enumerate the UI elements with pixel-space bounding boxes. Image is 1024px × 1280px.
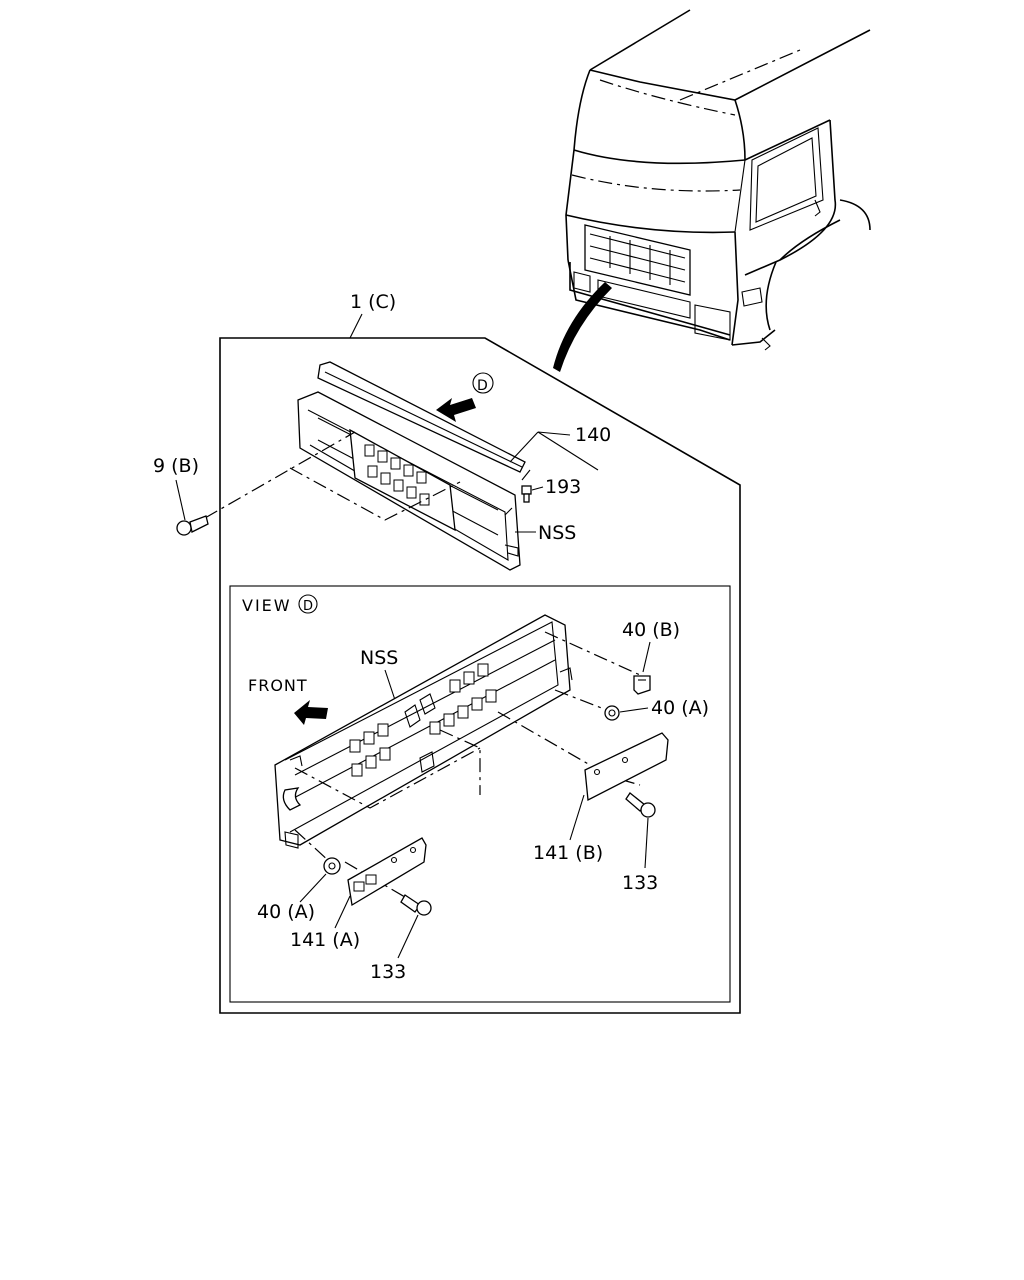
front-label: FRONT [248,676,308,695]
view-d-circle-icon [298,594,318,614]
view-marker-box: D [303,599,313,614]
front-arrow-icon [294,700,328,725]
callout-nss-view: NSS [360,647,398,669]
callout-141a: 141 (A) [290,929,360,951]
plate-141b [584,732,669,802]
callout-nss-top: NSS [538,522,576,544]
bracket-icon [633,675,651,695]
plate-141a [347,837,427,907]
bolt-icon [176,515,209,536]
view-d-circle-icon [472,372,494,394]
callout-133-left: 133 [370,961,406,983]
callout-193: 193 [545,476,581,498]
view-label: VIEW [242,596,292,615]
view-d-box [229,585,731,1003]
grille-rear-view [274,614,573,849]
callout-40b: 40 (B) [622,619,680,641]
truck-cab-illustration [565,9,871,351]
grille-upper [297,361,526,571]
callout-140: 140 [575,424,611,446]
callout-141b: 141 (B) [533,842,603,864]
callout-40a-left: 40 (A) [257,901,315,923]
bolt-icon [625,792,656,818]
view-marker-top: D [477,378,488,394]
arrow-icon [436,398,476,422]
bolt-icon [400,894,432,916]
clip-icon [521,485,532,503]
callout-40a-right: 40 (A) [651,697,709,719]
assembly-box [219,337,741,1014]
callout-9b: 9 (B) [153,455,199,477]
nut-icon [323,857,341,875]
callout-133-right: 133 [622,872,658,894]
pointer-arrow-icon [553,282,612,372]
nut-icon [604,705,620,721]
callout-assembly: 1 (C) [350,291,396,313]
